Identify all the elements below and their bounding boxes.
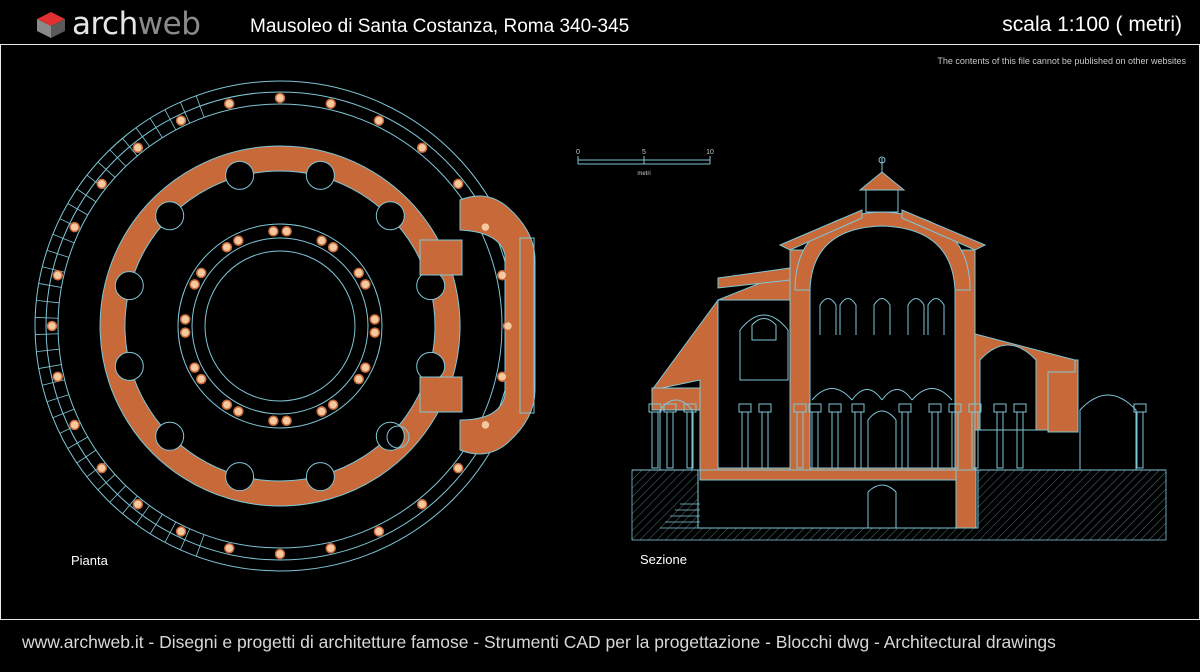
outer-column: [132, 499, 144, 510]
outer-column: [96, 462, 107, 474]
scale-tick-5: 5: [642, 149, 646, 156]
inner-column: [233, 235, 244, 246]
outer-column: [69, 419, 80, 431]
floor-plan-drawing: [34, 80, 536, 572]
outer-column: [497, 371, 508, 382]
logo-text-accent: web: [137, 6, 201, 42]
inner-column: [360, 362, 371, 373]
inner-column: [327, 241, 339, 253]
section-label: Sezione: [640, 552, 687, 567]
outer-column: [416, 142, 428, 153]
inner-column: [221, 241, 233, 253]
scale-label: scala 1:100 ( metri): [1002, 13, 1182, 36]
scale-unit: metri: [637, 171, 650, 177]
outer-column: [502, 320, 514, 332]
inner-column: [268, 225, 279, 237]
outer-column: [69, 221, 80, 233]
outer-column: [453, 462, 464, 474]
inner-column: [353, 267, 365, 279]
archweb-logo-text[interactable]: archweb: [72, 6, 201, 42]
page-title: Mausoleo di Santa Costanza, Roma 340-345: [250, 16, 630, 37]
inner-column: [195, 373, 207, 385]
inner-column: [179, 327, 191, 338]
outer-column: [416, 499, 428, 510]
inner-column: [360, 279, 371, 290]
inner-column: [353, 373, 365, 385]
outer-column: [46, 320, 58, 332]
outer-column: [132, 142, 144, 153]
inner-column: [281, 415, 292, 427]
outer-column: [52, 371, 63, 382]
inner-column: [327, 399, 339, 411]
outer-column: [480, 419, 491, 431]
outer-column: [175, 115, 187, 126]
outer-column: [453, 178, 464, 190]
outer-column: [325, 98, 336, 109]
archweb-logo-icon[interactable]: [34, 10, 68, 40]
inner-column: [316, 406, 327, 417]
inner-column: [179, 314, 191, 325]
inner-column: [189, 362, 200, 373]
inner-column: [195, 267, 207, 279]
scale-bar: 0 5 10 metri: [576, 149, 714, 177]
inner-column: [316, 235, 327, 246]
inner-column: [281, 225, 292, 237]
scale-tick-0: 0: [576, 149, 580, 156]
footer-bar: www.archweb.it - Disegni e progetti di a…: [0, 620, 1200, 672]
outer-column: [175, 526, 187, 537]
inner-column: [233, 406, 244, 417]
inner-column: [369, 314, 381, 325]
outer-column: [373, 115, 385, 126]
outer-column: [224, 543, 235, 554]
copyright-notice: The contents of this file cannot be publ…: [937, 56, 1186, 66]
outer-column: [373, 526, 385, 537]
outer-column: [224, 98, 235, 109]
inner-column: [369, 327, 381, 338]
inner-column: [189, 279, 200, 290]
scale-tick-10: 10: [706, 149, 714, 156]
header-bar: archweb Mausoleo di Santa Costanza, Roma…: [0, 0, 1200, 44]
outer-column: [52, 270, 63, 281]
outer-column: [274, 92, 286, 104]
inner-column: [268, 415, 279, 427]
outer-column: [274, 548, 286, 560]
footer-text[interactable]: www.archweb.it - Disegni e progetti di a…: [22, 632, 1056, 652]
plan-label: Pianta: [71, 553, 108, 568]
inner-column: [221, 399, 233, 411]
section-drawing: [631, 156, 1167, 541]
outer-column: [96, 178, 107, 190]
outer-column: [497, 270, 508, 281]
logo-text-main: arch: [72, 6, 138, 42]
outer-column: [325, 543, 336, 554]
outer-column: [480, 221, 491, 233]
